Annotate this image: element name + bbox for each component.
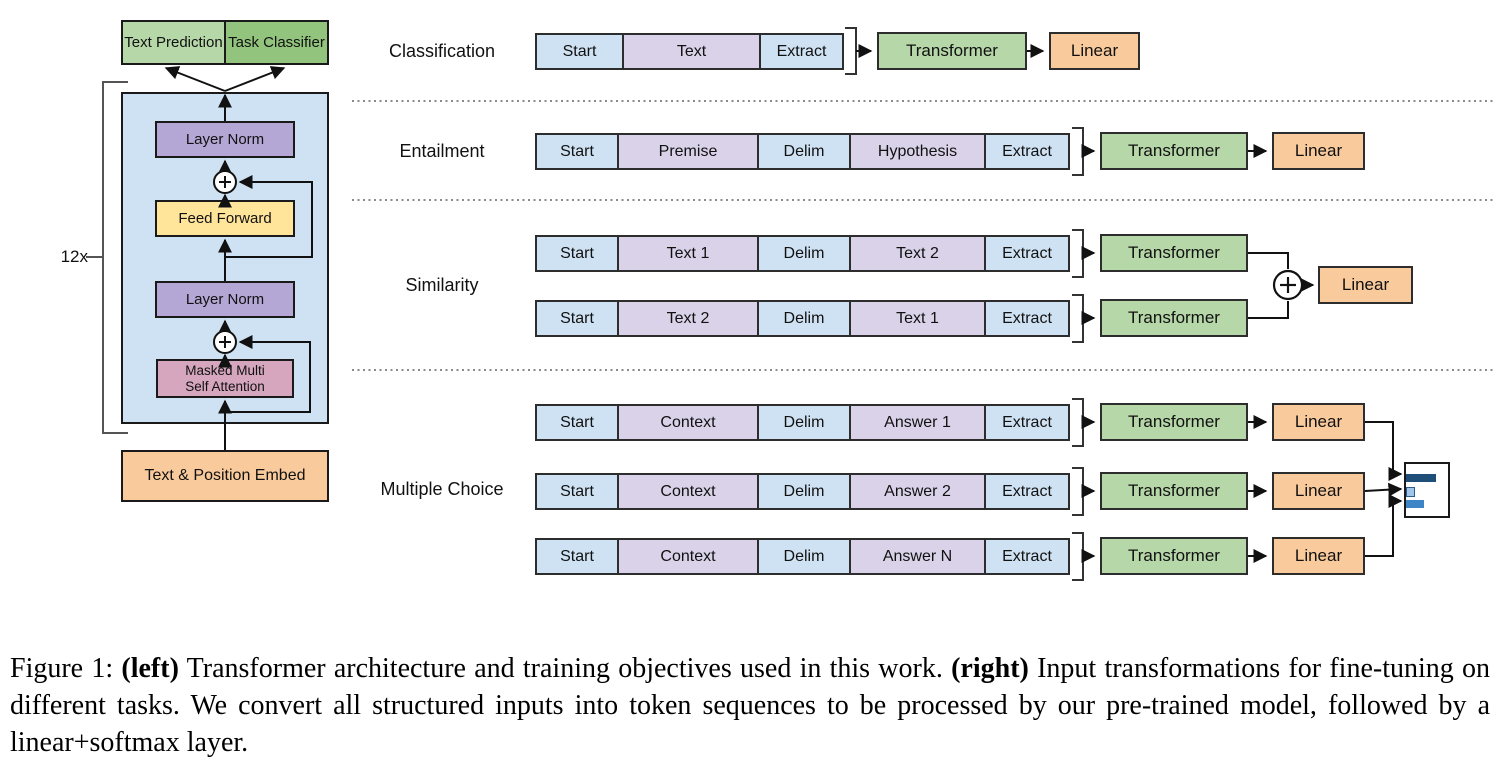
multiple-choice-input-strip-2: Start Context Delim Answer 2 Extract [535, 473, 1070, 510]
masked-attention-line1: Masked Multi [185, 362, 265, 378]
linear-box: Linear [1272, 132, 1365, 170]
caption-text-2: Input transformations for fine-tuning on… [10, 653, 1490, 758]
token-start: Start [537, 135, 617, 168]
caption-text-1: Transformer architecture and training ob… [178, 653, 952, 684]
token-start: Start [537, 406, 617, 439]
token-premise: Premise [617, 135, 757, 168]
token-extract: Extract [984, 302, 1068, 335]
token-extract: Extract [984, 237, 1068, 270]
linear-box: Linear [1272, 403, 1365, 441]
caption-prefix: Figure 1: [10, 653, 122, 684]
token-context: Context [617, 475, 757, 508]
layer-norm-top-box: Layer Norm [155, 121, 295, 158]
caption-right-tag: (right) [951, 653, 1029, 684]
token-delim: Delim [757, 237, 849, 270]
linear-box: Linear [1272, 537, 1365, 575]
linear-box: Linear [1272, 472, 1365, 510]
task-label-classification: Classification [388, 40, 496, 61]
token-start: Start [537, 475, 617, 508]
token-hypothesis: Hypothesis [849, 135, 984, 168]
token-text1: Text 1 [617, 237, 757, 270]
transformer-box: Transformer [1100, 537, 1248, 575]
layer-norm-bottom-box: Layer Norm [155, 281, 295, 318]
token-delim: Delim [757, 540, 849, 573]
token-extract: Extract [984, 135, 1068, 168]
token-answer2: Answer 2 [849, 475, 984, 508]
token-text: Text [622, 35, 759, 68]
token-text1: Text 1 [849, 302, 984, 335]
multiple-choice-input-strip-3: Start Context Delim Answer N Extract [535, 538, 1070, 575]
token-extract: Extract [984, 475, 1068, 508]
token-delim: Delim [757, 475, 849, 508]
transformer-box: Transformer [1100, 299, 1248, 337]
token-start: Start [537, 237, 617, 270]
token-extract: Extract [759, 35, 842, 68]
transformer-box: Transformer [1100, 403, 1248, 441]
token-delim: Delim [757, 135, 849, 168]
token-answer1: Answer 1 [849, 406, 984, 439]
masked-attention-box: Masked Multi Self Attention [156, 359, 294, 398]
probability-bar [1406, 474, 1436, 482]
add-icon [1272, 269, 1304, 301]
feed-forward-box: Feed Forward [155, 200, 295, 237]
token-start: Start [537, 302, 617, 335]
classification-input-strip: Start Text Extract [535, 33, 844, 70]
token-text2: Text 2 [617, 302, 757, 335]
probability-bar [1406, 487, 1415, 497]
repeat-count-label: 12x [60, 247, 88, 266]
token-start: Start [537, 35, 622, 68]
token-delim: Delim [757, 302, 849, 335]
token-text2: Text 2 [849, 237, 984, 270]
transformer-box: Transformer [1100, 234, 1248, 272]
token-start: Start [537, 540, 617, 573]
token-answerN: Answer N [849, 540, 984, 573]
figure-caption: Figure 1: (left) Transformer architectur… [10, 650, 1490, 761]
token-context: Context [617, 540, 757, 573]
task-label-multiple-choice: Multiple Choice [380, 478, 504, 499]
text-prediction-box: Text Prediction [123, 22, 226, 63]
transformer-box: Transformer [1100, 132, 1248, 170]
token-extract: Extract [984, 540, 1068, 573]
masked-attention-line2: Self Attention [185, 378, 265, 394]
probability-bar [1406, 500, 1424, 508]
task-label-similarity: Similarity [405, 274, 479, 295]
similarity-input-strip-1: Start Text 1 Delim Text 2 Extract [535, 235, 1070, 272]
task-label-entailment: Entailment [399, 140, 485, 161]
embed-box: Text & Position Embed [121, 450, 329, 502]
caption-left-tag: (left) [121, 653, 179, 684]
linear-box: Linear [1049, 32, 1140, 70]
output-heads: Text Prediction Task Classifier [121, 20, 329, 65]
linear-box: Linear [1318, 266, 1413, 304]
token-delim: Delim [757, 406, 849, 439]
similarity-input-strip-2: Start Text 2 Delim Text 1 Extract [535, 300, 1070, 337]
token-extract: Extract [984, 406, 1068, 439]
softmax-output-box [1404, 462, 1450, 518]
multiple-choice-input-strip-1: Start Context Delim Answer 1 Extract [535, 404, 1070, 441]
transformer-box: Transformer [1100, 472, 1248, 510]
token-context: Context [617, 406, 757, 439]
transformer-box: Transformer [877, 32, 1027, 70]
entailment-input-strip: Start Premise Delim Hypothesis Extract [535, 133, 1070, 170]
task-classifier-box: Task Classifier [226, 22, 327, 63]
